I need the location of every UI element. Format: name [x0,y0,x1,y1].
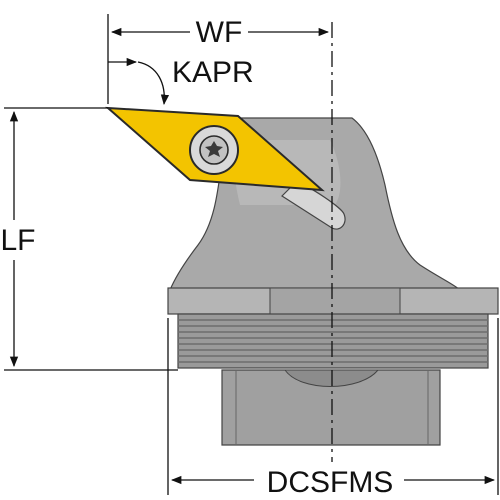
lf-label: LF [0,224,35,257]
dcsfms-label-bg [254,462,404,498]
torx-icon [205,141,223,157]
wf-label-bg [190,14,248,48]
kapr-angle-arc [137,61,170,106]
thread-section [177,313,489,369]
dcsfms-label: DCSFMS [267,466,394,499]
wf-label: WF [196,16,243,49]
lf-label-bg [0,220,36,260]
cutting-insert [105,106,325,192]
thread-lines [178,319,488,363]
kapr-label: KAPR [172,56,254,89]
flange-step [269,287,401,315]
